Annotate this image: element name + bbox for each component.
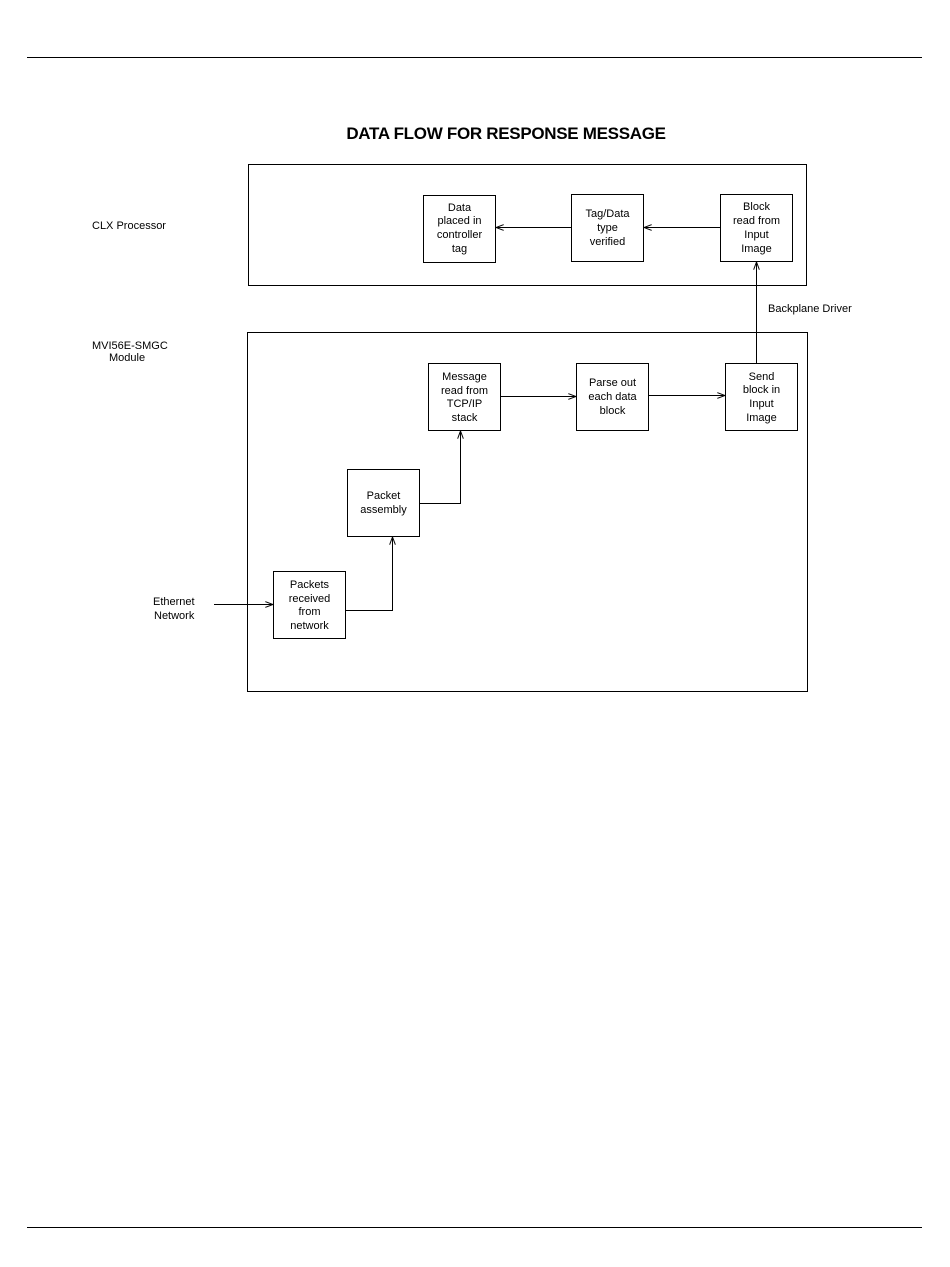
- box-send-block-line2: block in: [743, 384, 780, 396]
- arrow-received-to-assembly: [346, 538, 393, 611]
- box-packets-received-line2: received: [289, 593, 331, 605]
- clx-processor-region: [248, 164, 807, 286]
- box-packets-received-line3: from: [299, 606, 321, 618]
- box-send-block-line3: Input: [749, 398, 773, 410]
- box-data-placed-line4: tag: [452, 243, 467, 255]
- box-packet-assembly-line1: Packet: [367, 490, 401, 502]
- box-parse-out-line2: each data: [588, 391, 637, 403]
- ethernet-network-label-line1: Ethernet: [153, 596, 195, 608]
- box-parse-out: Parse out each data block: [576, 363, 649, 431]
- box-data-placed-line2: placed in: [437, 215, 481, 227]
- box-block-read-line4: Image: [741, 243, 772, 255]
- box-message-read-line4: stack: [452, 412, 478, 424]
- box-message-read-line1: Message: [442, 371, 487, 383]
- backplane-driver-label: Backplane Driver: [768, 303, 852, 315]
- box-send-block-line1: Send: [749, 371, 775, 383]
- box-message-read: Message read from TCP/IP stack: [428, 363, 501, 431]
- box-packets-received: Packets received from network: [273, 571, 346, 639]
- module-label-line1: MVI56E-SMGC: [92, 340, 168, 352]
- box-block-read-line3: Input: [744, 229, 768, 241]
- box-tag-verified-line2: type: [597, 222, 618, 234]
- box-packets-received-line4: network: [290, 620, 329, 632]
- box-block-read-line1: Block: [743, 201, 770, 213]
- box-data-placed-line3: controller: [437, 229, 483, 241]
- box-send-block: Send block in Input Image: [725, 363, 798, 431]
- ethernet-network-label-line2: Network: [154, 610, 195, 622]
- clx-processor-label: CLX Processor: [92, 220, 166, 232]
- box-parse-out-line3: block: [600, 405, 626, 417]
- box-message-read-line3: TCP/IP: [447, 398, 482, 410]
- box-parse-out-line1: Parse out: [589, 377, 636, 389]
- module-label-line2: Module: [109, 352, 145, 364]
- box-tag-verified: Tag/Data type verified: [571, 194, 644, 262]
- arrow-assembly-to-message: [420, 432, 461, 504]
- box-block-read-line2: read from: [733, 215, 780, 227]
- module-region: [247, 332, 808, 692]
- box-message-read-line2: read from: [441, 385, 488, 397]
- box-tag-verified-line3: verified: [590, 236, 625, 248]
- box-packets-received-line1: Packets: [290, 579, 330, 591]
- bottom-rule: [27, 1227, 922, 1228]
- box-block-read: Block read from Input Image: [720, 194, 793, 262]
- box-packet-assembly: Packet assembly: [347, 469, 420, 537]
- box-packet-assembly-line2: assembly: [360, 504, 407, 516]
- diagram-title: DATA FLOW FOR RESPONSE MESSAGE: [346, 124, 666, 143]
- box-data-placed-line1: Data: [448, 202, 472, 214]
- box-data-placed: Data placed in controller tag: [423, 195, 496, 263]
- box-tag-verified-line1: Tag/Data: [585, 208, 630, 220]
- box-send-block-line4: Image: [746, 412, 777, 424]
- top-rule: [27, 57, 922, 58]
